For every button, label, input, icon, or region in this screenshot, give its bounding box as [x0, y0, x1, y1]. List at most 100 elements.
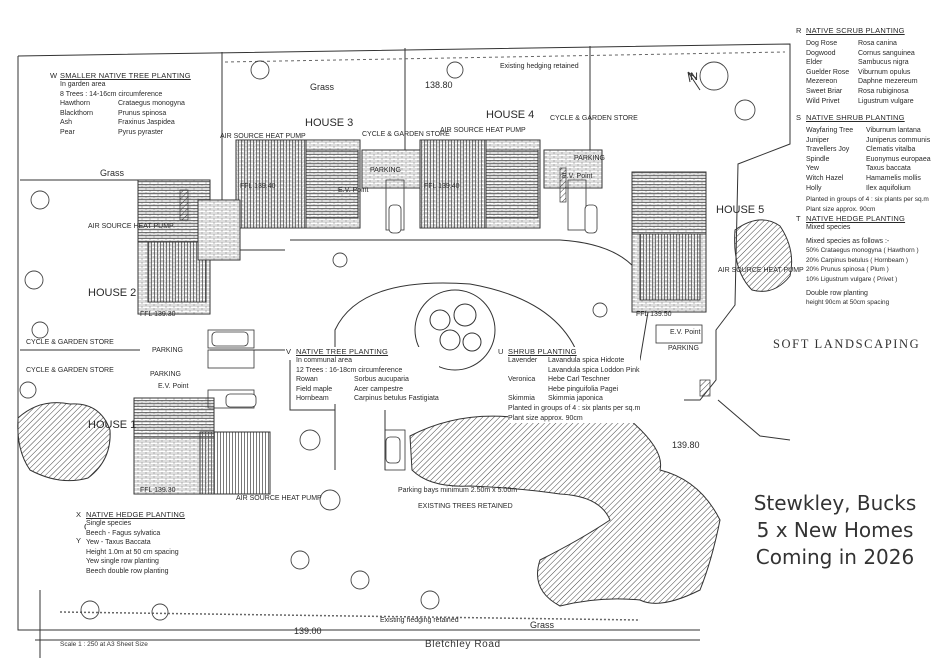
ev-point-house-5: E.V. Point — [670, 329, 701, 336]
central-tree-roundel — [414, 289, 496, 371]
panel-marker-y: Y — [76, 536, 82, 545]
panel-line: Height 1.0m at 50 cm spacing — [86, 548, 179, 556]
heat-pump-house-5: AIR SOURCE HEAT PUMP — [718, 267, 804, 274]
panel-title: NATIVE SCRUB PLANTING — [806, 26, 905, 35]
heat-pump-house-4: AIR SOURCE HEAT PUMP — [440, 127, 526, 134]
panel-line: Yew single row planting — [86, 558, 159, 566]
panel-marker: V — [286, 347, 292, 356]
store-label-house-3: CYCLE & GARDEN STORE — [362, 131, 450, 138]
native-tree-planting-panel: V NATIVE TREE PLANTING In communal area … — [286, 347, 439, 404]
parking-label-house-4: PARKING — [574, 155, 605, 162]
house-1-label: HOUSE 1 — [88, 419, 136, 431]
store-label-house-1: CYCLE & GARDEN STORE — [26, 367, 114, 374]
house-5-footprint — [631, 171, 707, 313]
panel-line: Yew - Taxus Baccata — [86, 539, 151, 547]
scale-label: Scale 1 : 250 at A3 Sheet Size — [60, 641, 148, 648]
soft-landscaping-title: SOFT LANDSCAPING — [773, 337, 921, 351]
heat-pump-house-1: AIR SOURCE HEAT PUMP — [236, 495, 322, 502]
heat-pump-house-3: AIR SOURCE HEAT PUMP — [220, 133, 306, 140]
panel-line: 8 Trees : 14-16cm circumference — [60, 90, 163, 98]
heat-pump-house-2: AIR SOURCE HEAT PUMP — [88, 223, 174, 230]
parking-label-house-1: PARKING — [150, 371, 181, 378]
parking-label-house-3: PARKING — [370, 167, 401, 174]
panel-line: Beech double row planting — [86, 567, 169, 575]
house-3-ffl: FFL 139.40 — [240, 183, 276, 190]
house-4-label: HOUSE 4 — [486, 109, 534, 121]
panel-line: height 90cm at 50cm spacing — [806, 299, 890, 307]
promo-date: Coming in 2026 — [755, 545, 915, 569]
panel-marker: S — [796, 113, 802, 122]
panel-line: 20% Carpinus betulus ( Hornbeam ) — [806, 256, 908, 264]
grass-label-left: Grass — [100, 168, 125, 178]
house-5-ffl: FFL 139.50 — [636, 311, 672, 318]
existing-trees-label: EXISTING TREES RETAINED — [418, 503, 513, 510]
house-2-footprint — [137, 179, 241, 315]
promo-homes: 5 x New Homes — [756, 518, 914, 542]
level-138-80: 138.80 — [425, 80, 453, 90]
panel-line: 12 Trees : 16-18cm circumference — [296, 366, 403, 374]
house-1-footprint — [133, 397, 271, 495]
panel-line: In garden area — [60, 81, 106, 88]
panel-line: Single species — [86, 520, 132, 527]
smaller-tree-planting-panel: W SMALLER NATIVE TREE PLANTING In garden… — [50, 71, 191, 138]
house-5-label: HOUSE 5 — [716, 204, 764, 216]
native-hedge-planting-right-panel: T NATIVE HEDGE PLANTING Mixed species Mi… — [796, 214, 919, 308]
promo-text-block: Stewkley, Bucks 5 x New Homes Coming in … — [735, 490, 935, 571]
hedging-retained-bottom: Existing hedging retained — [380, 617, 459, 624]
species-row: Hebe pinguifolia Pagei — [548, 385, 619, 393]
road-name-label: Bletchley Road — [425, 639, 501, 650]
bottom-hedge-line — [59, 611, 641, 621]
hedging-retained-top: Existing hedging retained — [500, 63, 579, 70]
panel-line: 20% Prunus spinosa ( Plum ) — [806, 266, 889, 274]
panel-line: 10% Ligustrum vulgare ( Privet ) — [806, 275, 898, 283]
panel-line: Planted in groups of 4 : six plants per … — [806, 196, 929, 204]
north-arrow-icon — [687, 71, 701, 91]
car-icons — [211, 204, 598, 464]
ev-point-house-3: E.V. Point — [338, 187, 369, 194]
native-hedge-planting-left-panel: X Y NATIVE HEDGE PLANTING Single species… — [76, 510, 186, 577]
store-label-house-4: CYCLE & GARDEN STORE — [550, 115, 638, 122]
existing-trees-mass — [17, 219, 793, 607]
species-row: Lavandula spica Loddon Pink — [548, 366, 640, 374]
panel-marker: U — [498, 347, 504, 356]
house-2-label: HOUSE 2 — [88, 287, 136, 299]
panel-title: SMALLER NATIVE TREE PLANTING — [60, 71, 191, 80]
house-4-footprint — [419, 139, 603, 229]
house-1-ffl: FFL 139.30 — [140, 487, 176, 494]
panel-line: 50% Crataegus monogyna ( Hawthorn ) — [806, 247, 919, 255]
level-139-00: 139.00 — [294, 626, 322, 636]
panel-marker: W — [50, 71, 58, 80]
panel-line: Mixed species as follows :- — [806, 237, 890, 245]
ev-point-house-4: E.V. Point — [562, 173, 593, 180]
house-2-ffl: FFL 139.30 — [140, 311, 176, 318]
panel-title: SHRUB PLANTING — [508, 347, 577, 356]
panel-title: NATIVE HEDGE PLANTING — [86, 510, 186, 519]
panel-line: Planted in groups of 4 : six plants per … — [508, 404, 641, 412]
panel-marker: T — [796, 214, 801, 223]
panel-title: NATIVE HEDGE PLANTING — [806, 214, 906, 223]
panel-line: Plant size approx. 90cm — [508, 414, 583, 422]
